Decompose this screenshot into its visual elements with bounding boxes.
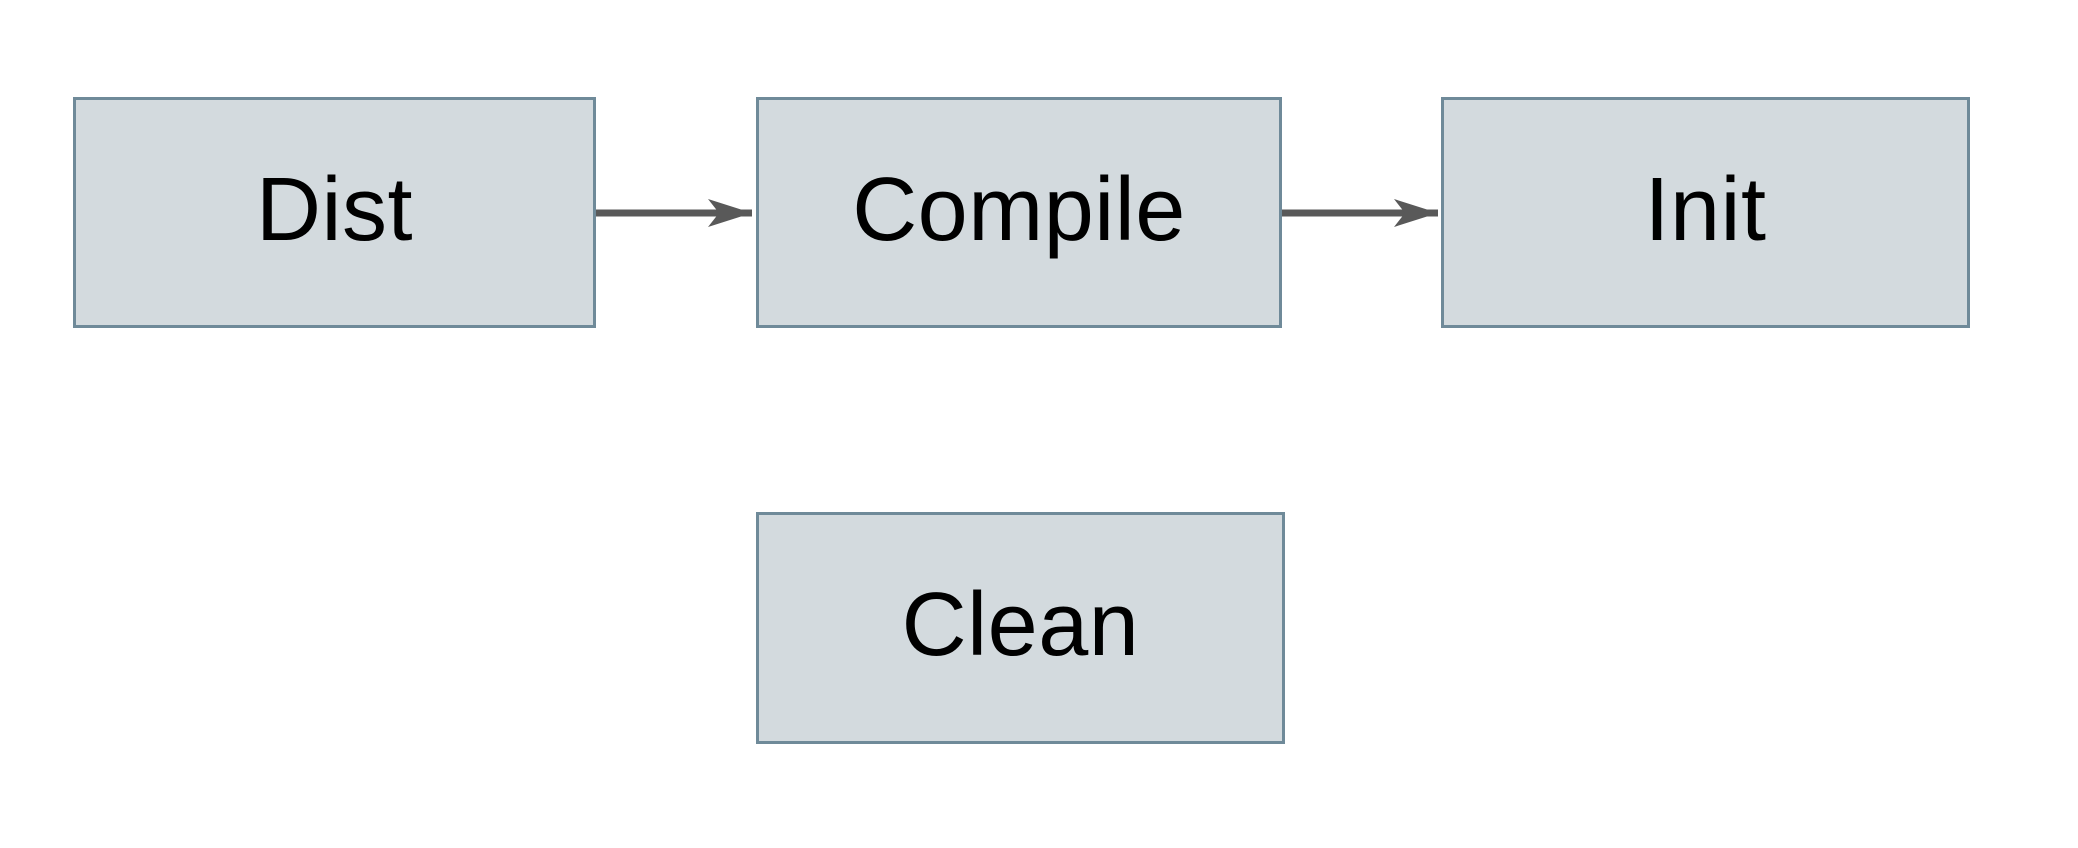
node-dist-label: Dist [256, 159, 413, 260]
node-compile-label: Compile [852, 159, 1186, 260]
node-init-label: Init [1644, 159, 1767, 260]
node-clean[interactable]: Clean [756, 512, 1285, 744]
node-init[interactable]: Init [1441, 97, 1970, 328]
node-clean-label: Clean [901, 575, 1140, 675]
node-compile[interactable]: Compile [756, 97, 1282, 328]
node-dist[interactable]: Dist [73, 97, 596, 328]
